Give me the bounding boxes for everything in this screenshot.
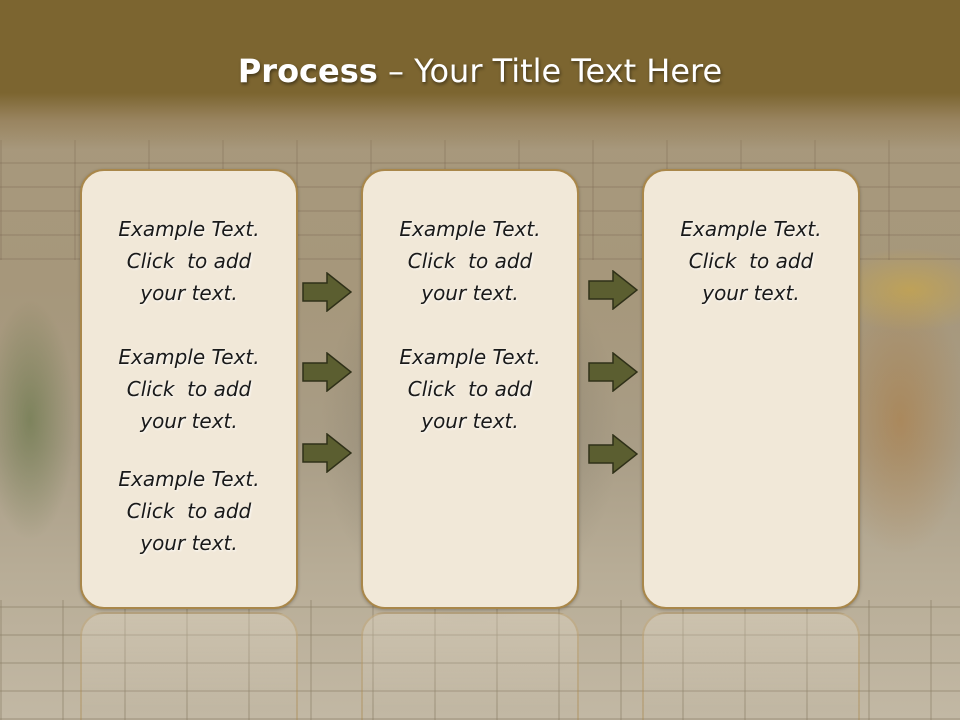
title-rest-part: – Your Title Text Here: [377, 52, 723, 90]
text-placeholder[interactable]: Example Text. Click to add your text.: [82, 463, 296, 559]
text-line: your text.: [421, 409, 519, 433]
text-line: Example Text.: [399, 217, 541, 241]
text-line: your text.: [140, 409, 238, 433]
process-box-3: Example Text. Click to add your text.: [642, 169, 860, 609]
text-line: Click to add: [407, 249, 533, 273]
arrow-right-icon: [588, 434, 638, 474]
box-reflection: [642, 612, 860, 720]
text-line: Click to add: [407, 377, 533, 401]
text-placeholder[interactable]: Example Text. Click to add your text.: [363, 341, 577, 437]
text-line: your text.: [140, 531, 238, 555]
box-reflection: [361, 612, 579, 720]
process-box-2: Example Text. Click to add your text. Ex…: [361, 169, 579, 609]
text-line: Example Text.: [680, 217, 822, 241]
text-line: Click to add: [688, 249, 814, 273]
text-line: your text.: [140, 281, 238, 305]
arrow-right-icon: [302, 433, 352, 473]
process-box-1: Example Text. Click to add your text. Ex…: [80, 169, 298, 609]
background-paving: [0, 600, 960, 720]
arrow-right-icon: [588, 352, 638, 392]
text-line: Click to add: [126, 377, 252, 401]
slide-title[interactable]: Process – Your Title Text Here: [0, 52, 960, 90]
title-band: [0, 0, 960, 150]
text-line: Example Text.: [118, 467, 260, 491]
text-line: Example Text.: [399, 345, 541, 369]
title-bold-part: Process: [237, 52, 378, 90]
text-line: your text.: [421, 281, 519, 305]
arrow-right-icon: [302, 272, 352, 312]
text-placeholder[interactable]: Example Text. Click to add your text.: [82, 341, 296, 437]
text-placeholder[interactable]: Example Text. Click to add your text.: [363, 213, 577, 309]
text-placeholder[interactable]: Example Text. Click to add your text.: [644, 213, 858, 309]
text-line: Example Text.: [118, 217, 260, 241]
arrow-right-icon: [588, 270, 638, 310]
arrow-right-icon: [302, 352, 352, 392]
text-line: Click to add: [126, 499, 252, 523]
text-line: Example Text.: [118, 345, 260, 369]
box-reflection: [80, 612, 298, 720]
text-placeholder[interactable]: Example Text. Click to add your text.: [82, 213, 296, 309]
text-line: your text.: [702, 281, 800, 305]
text-line: Click to add: [126, 249, 252, 273]
